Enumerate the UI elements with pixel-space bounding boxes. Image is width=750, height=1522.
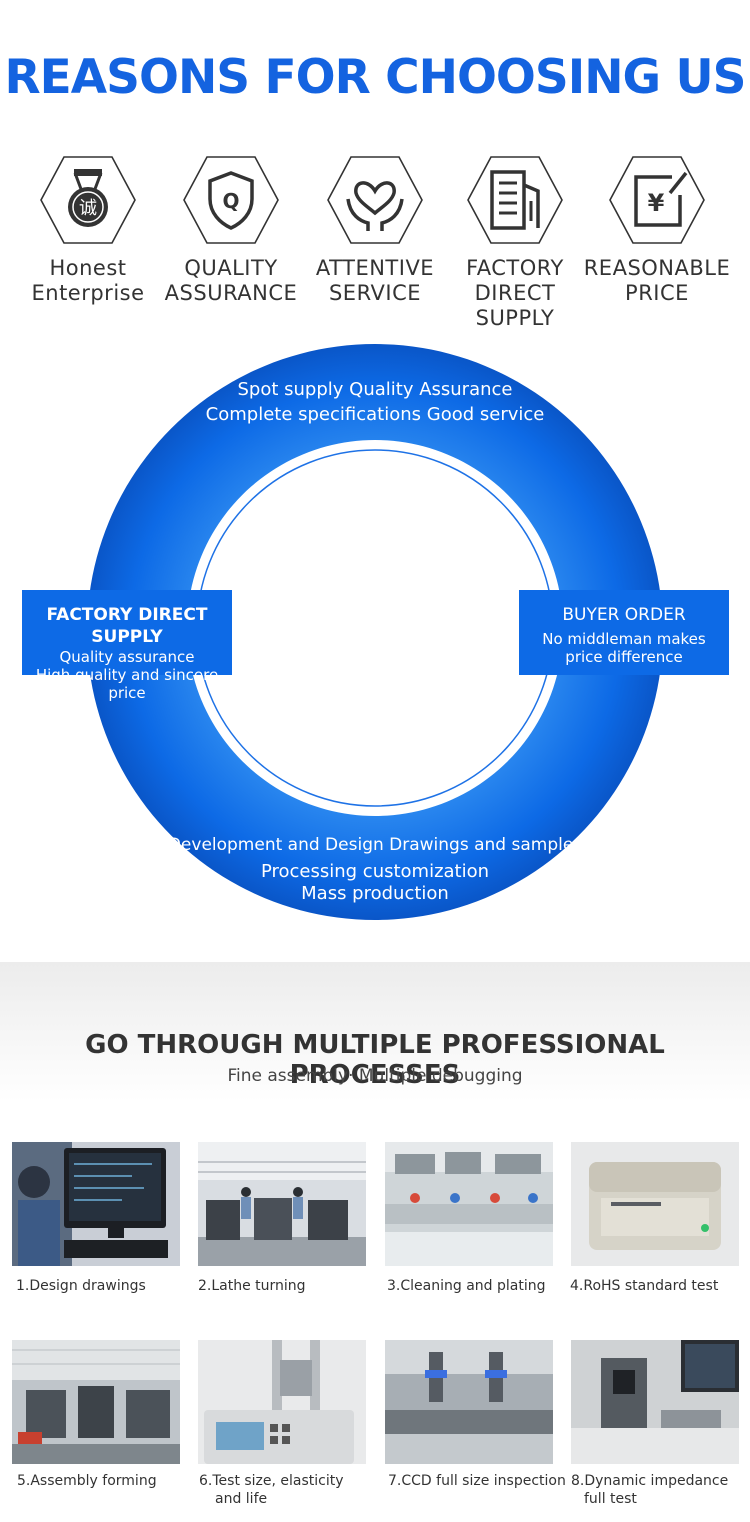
photo-assembly-forming xyxy=(12,1340,180,1464)
yen-price-icon: ¥ xyxy=(609,156,705,244)
photo-lathe-turning xyxy=(198,1142,366,1266)
reason-label: FACTORY DIRECT SUPPLY xyxy=(466,256,564,330)
factory-box-line-1: Quality assurance xyxy=(59,648,195,666)
step-caption-4: 4.RoHS standard test xyxy=(570,1278,719,1294)
photo-dynamic-impedance-test xyxy=(571,1340,739,1464)
cycle-bottom-line-3: Mass production xyxy=(301,883,449,904)
process-title: GO THROUGH MULTIPLE PROFESSIONAL PROCESS… xyxy=(85,1030,665,1090)
medal-icon: 诚 xyxy=(40,156,136,244)
step-caption-5: 5.Assembly forming xyxy=(17,1473,157,1489)
shield-char: Q xyxy=(222,189,239,213)
ring-graphic xyxy=(86,344,663,920)
cycle-top-line-2: Complete specifications Good service xyxy=(205,404,545,425)
photo-cleaning-and-plating xyxy=(385,1142,553,1266)
photo-test-size-elasticity xyxy=(198,1340,366,1464)
factory-box-title: FACTORY DIRECT SUPPLY xyxy=(46,605,208,647)
buyer-box-line-2: price difference xyxy=(565,648,683,666)
buyer-box-line-1: No middleman makes xyxy=(542,630,706,648)
heart-hands-icon xyxy=(327,156,423,244)
medal-char: 诚 xyxy=(79,198,97,219)
step-caption-6: 6.Test size, elasticity and life xyxy=(199,1473,344,1507)
supply-cycle: Spot supply Quality Assurance Complete s… xyxy=(0,340,750,960)
step-caption-7: 7.CCD full size inspection xyxy=(388,1473,566,1489)
buyer-box-title: BUYER ORDER xyxy=(562,605,686,625)
reason-label: ATTENTIVE SERVICE xyxy=(315,256,435,305)
cycle-bottom-line-1: Development and Design Drawings and samp… xyxy=(167,835,583,855)
photo-ccd-full-size-inspection xyxy=(385,1340,553,1464)
reason-label: QUALITY ASSURANCE xyxy=(164,256,298,305)
factory-direct-supply-box: FACTORY DIRECT SUPPLY Quality assurance … xyxy=(22,590,232,702)
cycle-top-line-1: Spot supply Quality Assurance xyxy=(237,379,513,400)
yen-char: ¥ xyxy=(648,189,665,217)
reason-label: REASONABLE PRICE xyxy=(583,256,731,305)
process-subtitle: Fine assembly· Multiple debugging xyxy=(227,1066,523,1086)
step-caption-8: 8.Dynamic impedance full test xyxy=(571,1473,729,1507)
step-caption-2: 2.Lathe turning xyxy=(198,1278,306,1294)
cycle-bottom-line-2: Processing customization xyxy=(260,861,490,882)
reasons-row: 诚 Honest Enterprise Q QUALITY ASSURANCE … xyxy=(0,155,750,330)
factory-box-line-2: High quality and sincere price xyxy=(35,666,219,702)
step-caption-3: 3.Cleaning and plating xyxy=(387,1278,546,1294)
process-section: GO THROUGH MULTIPLE PROFESSIONAL PROCESS… xyxy=(0,962,750,1522)
photo-rohs-standard-test xyxy=(571,1142,739,1266)
shield-q-icon: Q xyxy=(183,156,279,244)
building-icon xyxy=(467,156,563,244)
buyer-order-box: BUYER ORDER No middleman makes price dif… xyxy=(519,590,729,675)
page-title: REASONS FOR CHOOSING US xyxy=(4,50,746,105)
photo-design-drawings xyxy=(12,1142,180,1266)
reason-label: Honest Enterprise xyxy=(31,256,145,305)
step-caption-1: 1.Design drawings xyxy=(16,1278,146,1294)
